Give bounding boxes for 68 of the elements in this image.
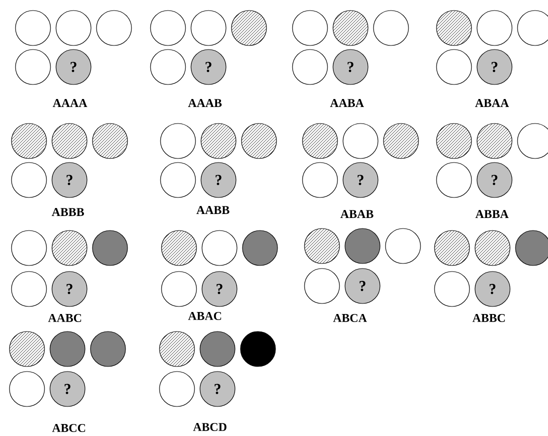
pattern-label: ABCA — [333, 314, 367, 322]
pattern-label: ABBA — [475, 210, 509, 218]
circle — [436, 123, 472, 159]
pattern-label: ABAB — [340, 210, 374, 218]
pattern-label: ABCD — [193, 422, 226, 432]
pattern-label: ABBB — [52, 208, 84, 216]
circle — [344, 228, 380, 264]
circle — [161, 230, 197, 266]
circle — [240, 331, 276, 367]
circle — [242, 230, 278, 266]
circle — [96, 10, 132, 46]
circle — [15, 49, 51, 85]
pattern-label: AAAB — [188, 99, 222, 107]
circle — [52, 123, 88, 159]
circle — [436, 10, 472, 46]
circle — [90, 331, 126, 367]
circle — [202, 230, 238, 266]
circle — [11, 230, 47, 266]
circle — [342, 123, 378, 159]
pattern-label: AABC — [48, 314, 82, 322]
circle — [373, 10, 409, 46]
circle — [292, 49, 328, 85]
circle — [200, 331, 236, 367]
pattern-label: AABB — [196, 206, 230, 214]
circle — [160, 123, 196, 159]
circle — [476, 10, 512, 46]
pattern-label: ABBC — [472, 314, 505, 322]
circle — [332, 10, 368, 46]
circle — [9, 371, 45, 407]
circle — [434, 230, 470, 266]
circle — [304, 268, 340, 304]
circle — [292, 10, 328, 46]
circle — [15, 10, 51, 46]
circle — [383, 123, 419, 159]
circle — [92, 123, 128, 159]
circle — [52, 230, 88, 266]
circle — [434, 271, 470, 307]
circle — [160, 162, 196, 198]
circle — [161, 271, 197, 307]
circle — [50, 331, 86, 367]
circle — [436, 49, 472, 85]
circle — [56, 10, 92, 46]
pattern-label: ABAC — [188, 312, 222, 320]
circle — [476, 123, 512, 159]
pattern-label: ABCC — [52, 424, 86, 432]
circle — [231, 10, 267, 46]
circle — [159, 371, 195, 407]
circle — [150, 10, 186, 46]
circle — [304, 228, 340, 264]
circle — [190, 10, 226, 46]
circle — [474, 230, 510, 266]
circle — [200, 123, 236, 159]
circle — [302, 162, 338, 198]
circle — [9, 331, 45, 367]
circle — [159, 331, 195, 367]
circle — [241, 123, 277, 159]
pattern-label: AABA — [330, 99, 364, 107]
circle — [150, 49, 186, 85]
circle — [11, 271, 47, 307]
pattern-label: AAAA — [52, 99, 88, 107]
circle — [436, 162, 472, 198]
circle — [302, 123, 338, 159]
circle — [385, 228, 421, 264]
circle — [11, 162, 47, 198]
circle — [515, 230, 548, 266]
circle — [11, 123, 47, 159]
pattern-label: ABAA — [475, 99, 509, 107]
circle — [92, 230, 128, 266]
